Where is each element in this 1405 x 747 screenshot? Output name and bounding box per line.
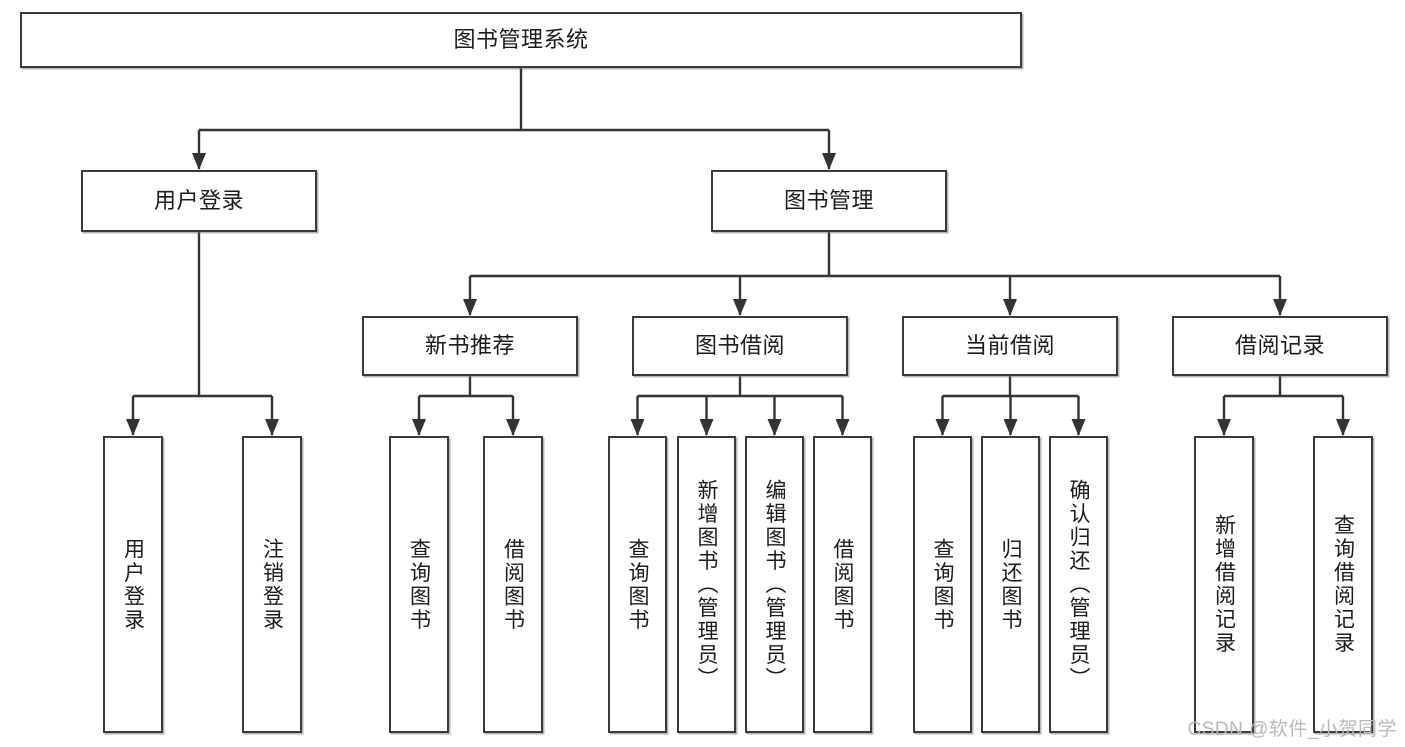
node-leaf-br-add[interactable]: 新增借阅记录 <box>1194 436 1254 733</box>
node-label: 归还图书 <box>999 537 1022 632</box>
arrow-head-icon <box>192 153 206 170</box>
node-label: 新增图书（管理员） <box>695 478 718 691</box>
node-leaf-cb-return[interactable]: 归还图书 <box>981 436 1040 733</box>
node-book-mgmt[interactable]: 图书管理 <box>711 170 947 232</box>
arrow-head-icon <box>412 419 426 436</box>
node-label: 查询图书 <box>931 537 954 632</box>
node-leaf-user-login[interactable]: 用户登录 <box>103 436 163 733</box>
node-new-book-rec[interactable]: 新书推荐 <box>362 316 578 376</box>
node-leaf-bb-add[interactable]: 新增图书（管理员） <box>677 436 736 733</box>
node-leaf-cb-query[interactable]: 查询图书 <box>913 436 972 733</box>
node-leaf-bb-edit[interactable]: 编辑图书（管理员） <box>745 436 804 733</box>
node-label: 当前借阅 <box>964 333 1055 359</box>
arrow-head-icon <box>733 299 747 316</box>
node-leaf-rec-query[interactable]: 查询图书 <box>389 436 449 733</box>
node-label: 查询借阅记录 <box>1331 514 1355 655</box>
node-current-borrow[interactable]: 当前借阅 <box>902 316 1118 376</box>
node-label: 编辑图书（管理员） <box>763 478 786 691</box>
node-label: 确认归还（管理员） <box>1067 478 1090 691</box>
node-label: 注销登录 <box>260 537 284 632</box>
arrow-head-icon <box>1071 419 1086 436</box>
node-leaf-user-logout[interactable]: 注销登录 <box>242 436 302 733</box>
node-label: 图书借阅 <box>694 333 785 359</box>
node-leaf-cb-confirm[interactable]: 确认归还（管理员） <box>1049 436 1108 733</box>
node-leaf-bb-borrow[interactable]: 借阅图书 <box>813 436 872 733</box>
node-borrow-record[interactable]: 借阅记录 <box>1172 316 1388 376</box>
node-leaf-bb-query[interactable]: 查询图书 <box>608 436 667 733</box>
arrow-head-icon <box>506 419 520 436</box>
arrow-head-icon <box>265 419 279 436</box>
arrow-head-icon <box>935 419 950 436</box>
node-leaf-rec-borrow[interactable]: 借阅图书 <box>483 436 543 733</box>
watermark: CSDN @软件_小贺同学 <box>1187 719 1397 740</box>
node-label: 图书管理 <box>783 188 874 214</box>
node-label: 借阅图书 <box>831 537 854 632</box>
arrow-head-icon <box>630 419 645 436</box>
arrow-head-icon <box>835 419 850 436</box>
node-label: 借阅记录 <box>1234 333 1325 359</box>
node-leaf-br-query[interactable]: 查询借阅记录 <box>1313 436 1373 733</box>
arrow-head-icon <box>699 419 714 436</box>
node-label: 新增借阅记录 <box>1212 514 1236 655</box>
arrow-head-icon <box>767 419 782 436</box>
node-label: 查询图书 <box>626 537 649 632</box>
node-user-login[interactable]: 用户登录 <box>81 170 317 232</box>
arrow-head-icon <box>822 153 836 170</box>
node-label: 新书推荐 <box>424 333 515 359</box>
node-label: 用户登录 <box>121 537 145 632</box>
arrow-head-icon <box>1336 419 1350 436</box>
arrow-head-icon <box>126 419 140 436</box>
arrow-head-icon <box>1217 419 1231 436</box>
node-label: 用户登录 <box>153 188 244 214</box>
node-label: 借阅图书 <box>501 537 525 632</box>
node-book-borrow[interactable]: 图书借阅 <box>632 316 848 376</box>
arrow-head-icon <box>1003 299 1017 316</box>
arrow-head-icon <box>463 299 477 316</box>
node-label: 查询图书 <box>407 537 431 632</box>
arrow-head-icon <box>1273 299 1287 316</box>
node-root[interactable]: 图书管理系统 <box>20 12 1022 68</box>
node-label: 图书管理系统 <box>453 27 589 53</box>
arrow-head-icon <box>1003 419 1018 436</box>
